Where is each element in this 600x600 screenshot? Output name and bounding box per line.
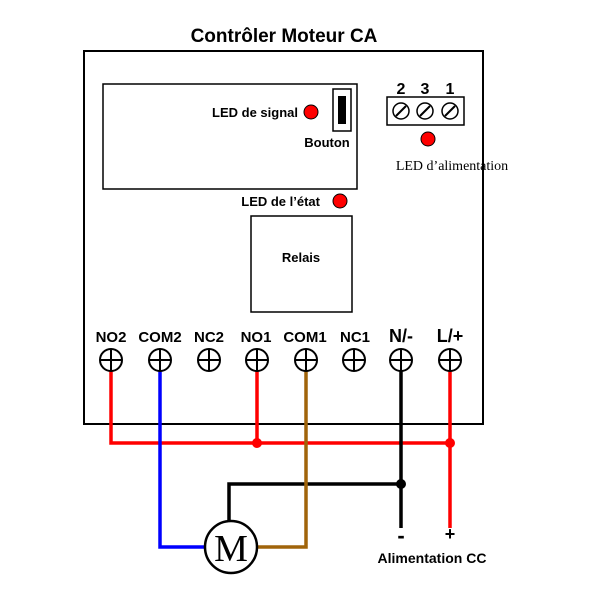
- dc-supply-label: Alimentation CC: [378, 550, 487, 566]
- wire-black-motor: [227, 482, 401, 522]
- connector-label-1: 1: [446, 81, 455, 98]
- screw-terminal-1: [441, 102, 459, 120]
- terminal-no2-icon: [99, 348, 123, 372]
- controller-housing: [83, 50, 484, 425]
- terminal-no1-icon: [245, 348, 269, 372]
- relay-label: Relais: [282, 250, 320, 265]
- terminal-label-com2: COM2: [138, 329, 181, 346]
- push-button[interactable]: [332, 88, 352, 132]
- led-power-icon: [420, 131, 436, 147]
- led-status-icon: [332, 193, 348, 209]
- wire-brown: [256, 360, 308, 549]
- terminal-label-com1: COM1: [283, 329, 326, 346]
- motor-icon: [203, 519, 259, 575]
- junction-red-no1: [252, 438, 262, 448]
- terminal-com2-icon: [148, 348, 172, 372]
- led-power-label: LED d’alimentation: [396, 159, 508, 174]
- supply-plus-label: +: [445, 524, 456, 544]
- led-status-label: LED de l’état: [241, 194, 320, 209]
- terminal-label-l-plus: L/+: [437, 326, 464, 346]
- supply-minus-label: -: [397, 523, 404, 548]
- connector-label-2: 2: [397, 81, 406, 98]
- connector-label-3: 3: [421, 81, 430, 98]
- terminal-label-no2: NO2: [96, 329, 127, 346]
- motor-label: M: [214, 528, 248, 570]
- terminal-label-no1: NO1: [241, 329, 272, 346]
- terminal-com1-icon: [294, 348, 318, 372]
- terminal-label-nc1: NC1: [340, 329, 370, 346]
- circuit-board: [102, 83, 358, 190]
- button-label: Bouton: [304, 135, 350, 150]
- led-signal-icon: [303, 104, 319, 120]
- junction-red-lplus: [445, 438, 455, 448]
- led-signal-label: LED de signal: [212, 105, 298, 120]
- diagram-title: Contrôler Moteur CA: [191, 26, 378, 47]
- terminal-label-nc2: NC2: [194, 329, 224, 346]
- screw-terminal-2: [392, 102, 410, 120]
- junction-black: [396, 479, 406, 489]
- terminal-l-plus-icon: [438, 348, 462, 372]
- terminal-nc2-icon: [197, 348, 221, 372]
- wire-red-bus: [109, 360, 452, 528]
- terminal-label-n-minus: N/-: [389, 326, 413, 346]
- relay-box: [250, 215, 353, 313]
- terminal-nc1-icon: [342, 348, 366, 372]
- screw-terminal-3: [416, 102, 434, 120]
- wire-blue: [158, 360, 206, 549]
- terminal-n-minus-icon: [389, 348, 413, 372]
